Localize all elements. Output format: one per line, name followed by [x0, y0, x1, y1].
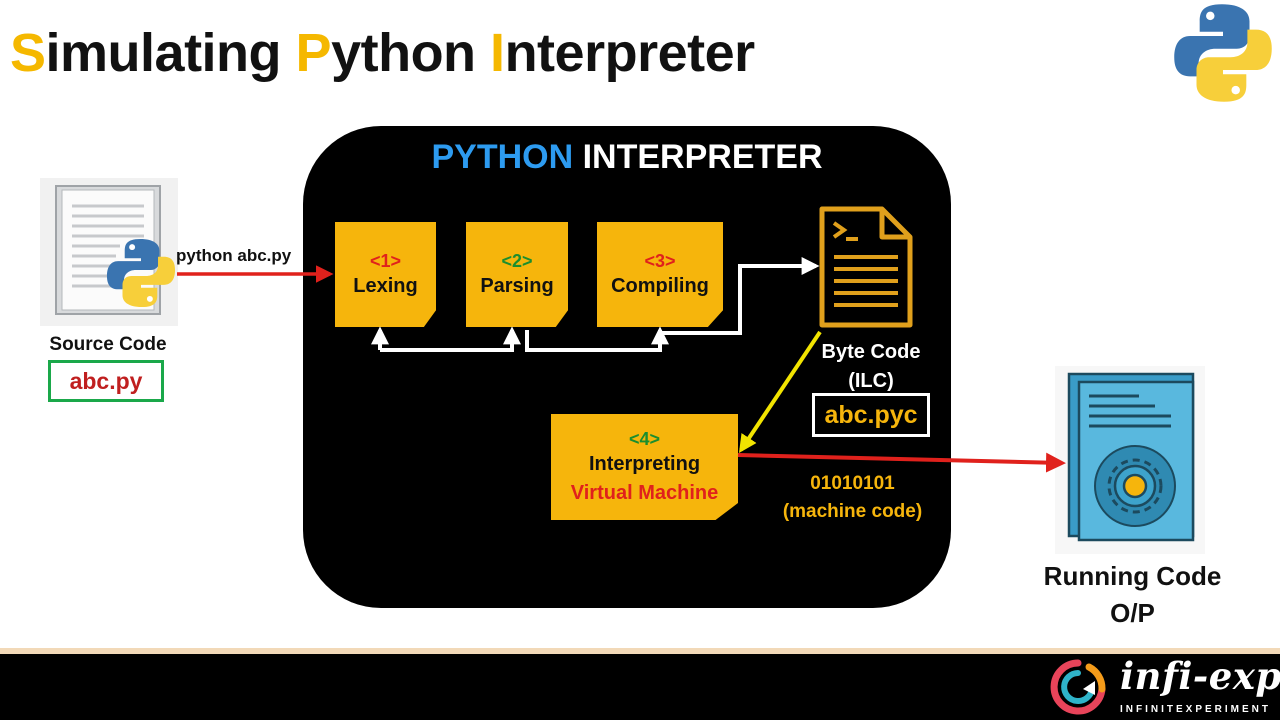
stage-number: <3> — [644, 250, 676, 271]
source-code-label: Source Code — [49, 334, 167, 355]
bytecode-file-icon — [819, 206, 913, 328]
stage-name: Compiling — [611, 274, 709, 297]
stage-name: Parsing — [480, 274, 554, 297]
source-file-icon — [40, 178, 178, 326]
stage-name: Lexing — [353, 274, 418, 297]
footer-stripe — [0, 648, 1280, 654]
running-code-label-line: Running Code — [1043, 561, 1222, 591]
stage-interpreting: <4> Interpreting Virtual Machine — [551, 414, 738, 520]
bytecode-label: Byte Code (ILC) — [806, 338, 936, 396]
stage-number: <4> — [628, 428, 661, 449]
brand-tagline: INFINITEXPERIMENT — [1120, 704, 1272, 715]
stage-subtitle: Virtual Machine — [570, 481, 719, 504]
stage-compiling: <3> Compiling — [597, 222, 723, 327]
python-logo-icon — [1174, 4, 1272, 102]
machine-code-label: 01010101 (machine code) — [770, 470, 935, 526]
brand-logo-icon — [1050, 659, 1106, 715]
stage-number: <2> — [501, 250, 533, 271]
machine-code-caption: (machine code) — [782, 501, 923, 522]
interpreter-panel — [303, 126, 951, 608]
output-label-line: O/P — [1110, 598, 1155, 628]
running-code-icon — [1055, 366, 1205, 554]
bytecode-label-line: (ILC) — [848, 370, 894, 392]
interpreter-title: PYTHON INTERPRETER — [431, 138, 823, 176]
stage-parsing: <2> Parsing — [466, 222, 568, 327]
page-title: Simulating Python Interpreter — [10, 23, 755, 83]
running-code-label: Running Code O/P — [1030, 558, 1235, 632]
bytecode-filename-box: abc.pyc — [812, 393, 930, 437]
bytecode-label-line: Byte Code — [821, 341, 921, 363]
stage-number: <1> — [369, 250, 402, 271]
source-filename-box: abc.py — [48, 360, 164, 402]
machine-code-value: 01010101 — [810, 473, 895, 494]
brand-name: infi-expi — [1120, 654, 1280, 698]
stage-lexing: <1> Lexing — [335, 222, 436, 327]
run-command-label: python abc.py — [176, 246, 292, 265]
stage-name: Interpreting — [588, 452, 701, 475]
